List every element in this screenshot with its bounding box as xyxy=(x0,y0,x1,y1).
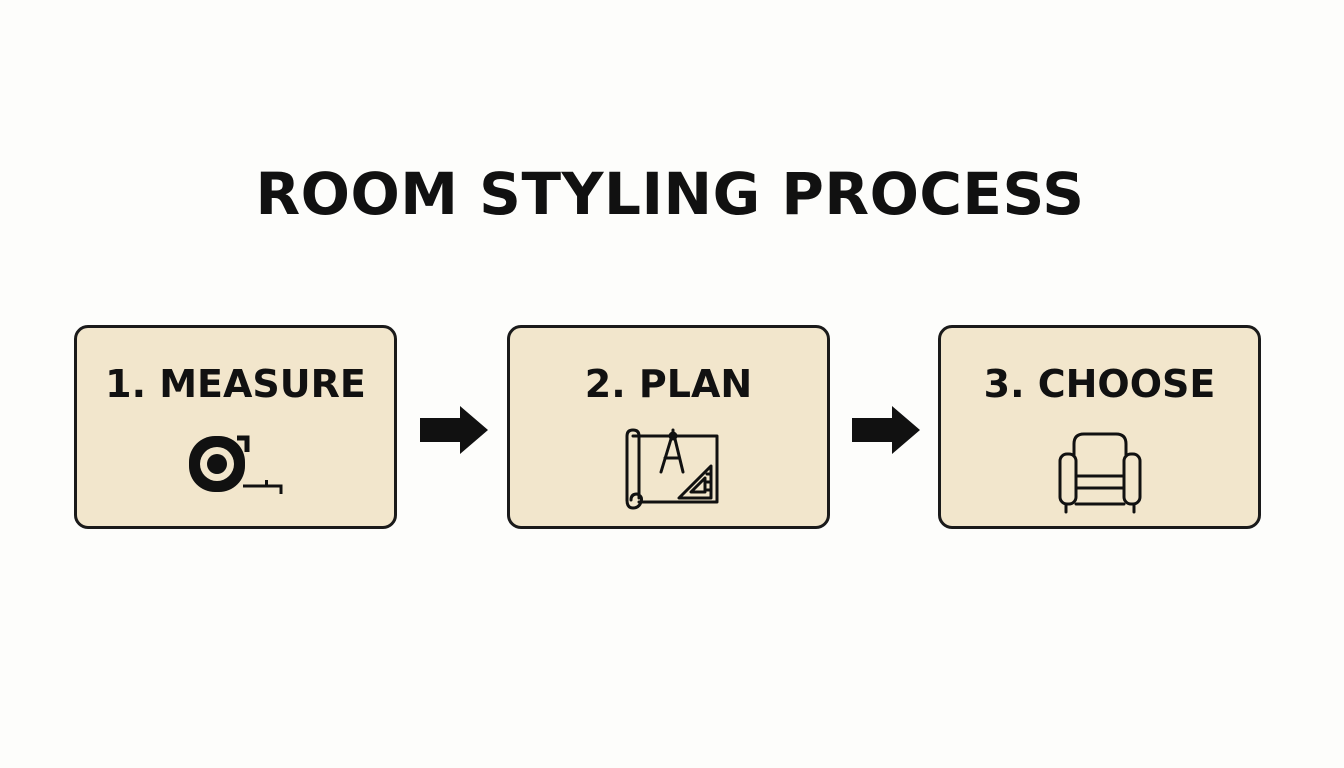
tape-measure-icon xyxy=(188,435,282,494)
step-label-choose: 3. CHOOSE xyxy=(983,362,1216,406)
step-box-choose: 3. CHOOSE xyxy=(938,325,1261,529)
arrow-right-icon xyxy=(852,406,920,454)
step-label-plan: 2. PLAN xyxy=(584,362,753,406)
diagram-title: ROOM STYLING PROCESS xyxy=(255,160,1085,228)
step-label-measure: 1. MEASURE xyxy=(105,362,366,406)
step-box-measure: 1. MEASURE xyxy=(74,325,397,529)
armchair-icon xyxy=(1058,432,1141,514)
step-box-plan: 2. PLAN xyxy=(507,325,830,529)
blueprint-compass-icon xyxy=(625,428,718,510)
arrow-right-icon xyxy=(420,406,488,454)
